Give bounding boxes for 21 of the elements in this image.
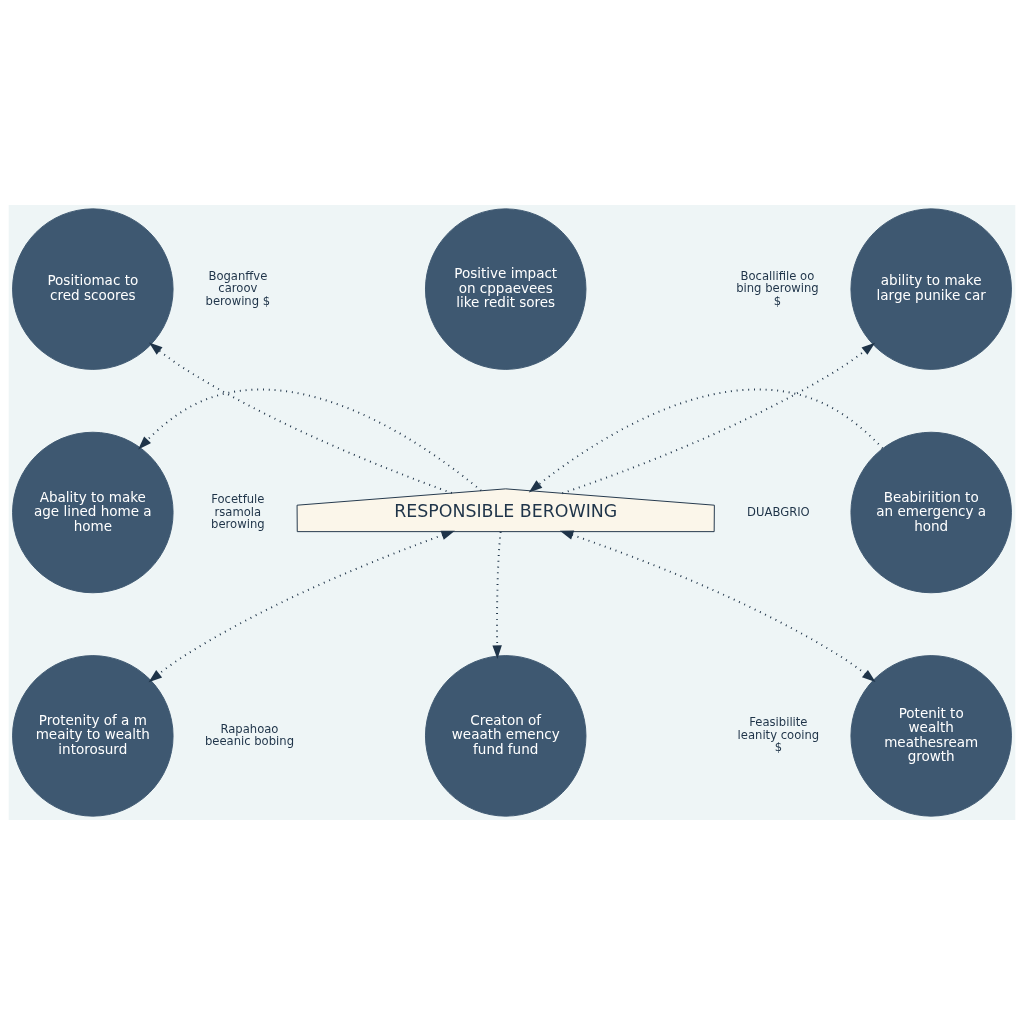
arrow: [138, 388, 483, 492]
arrow: [528, 388, 884, 492]
label: Rapahoao beeanic bobing: [204, 721, 295, 748]
arrow: [559, 530, 876, 682]
label: Focetfule rsamola berowing: [211, 491, 265, 531]
arrow: [492, 530, 502, 659]
arrow: [561, 342, 876, 494]
label: Feasibilite leanity cooing $: [737, 714, 820, 754]
label: Bocallifile oo bing berowing $: [736, 268, 819, 308]
arrow: [149, 342, 453, 494]
node-circle: ability to make large punike car: [850, 207, 1012, 370]
node-circle: Creaton of weaath emency fund fund: [424, 654, 587, 817]
node-circle: Potenit to wealth meathesream growth: [850, 654, 1012, 817]
label: Boganffve caroov berowing $: [205, 268, 271, 308]
node-circle: Protenity of a m meaity to wealth intorosurd: [12, 654, 174, 817]
label: DUABGRIO: [747, 504, 810, 518]
node-circle: Positive impact on cppaevees like redit sores: [424, 207, 587, 370]
arrow: [148, 530, 455, 682]
node-circle: Beabiriition to an emergency a hond: [850, 431, 1012, 593]
node-circle: Abality to make age lined home a home: [12, 431, 174, 593]
node-circle: Positiomac to cred scoores: [12, 207, 174, 370]
